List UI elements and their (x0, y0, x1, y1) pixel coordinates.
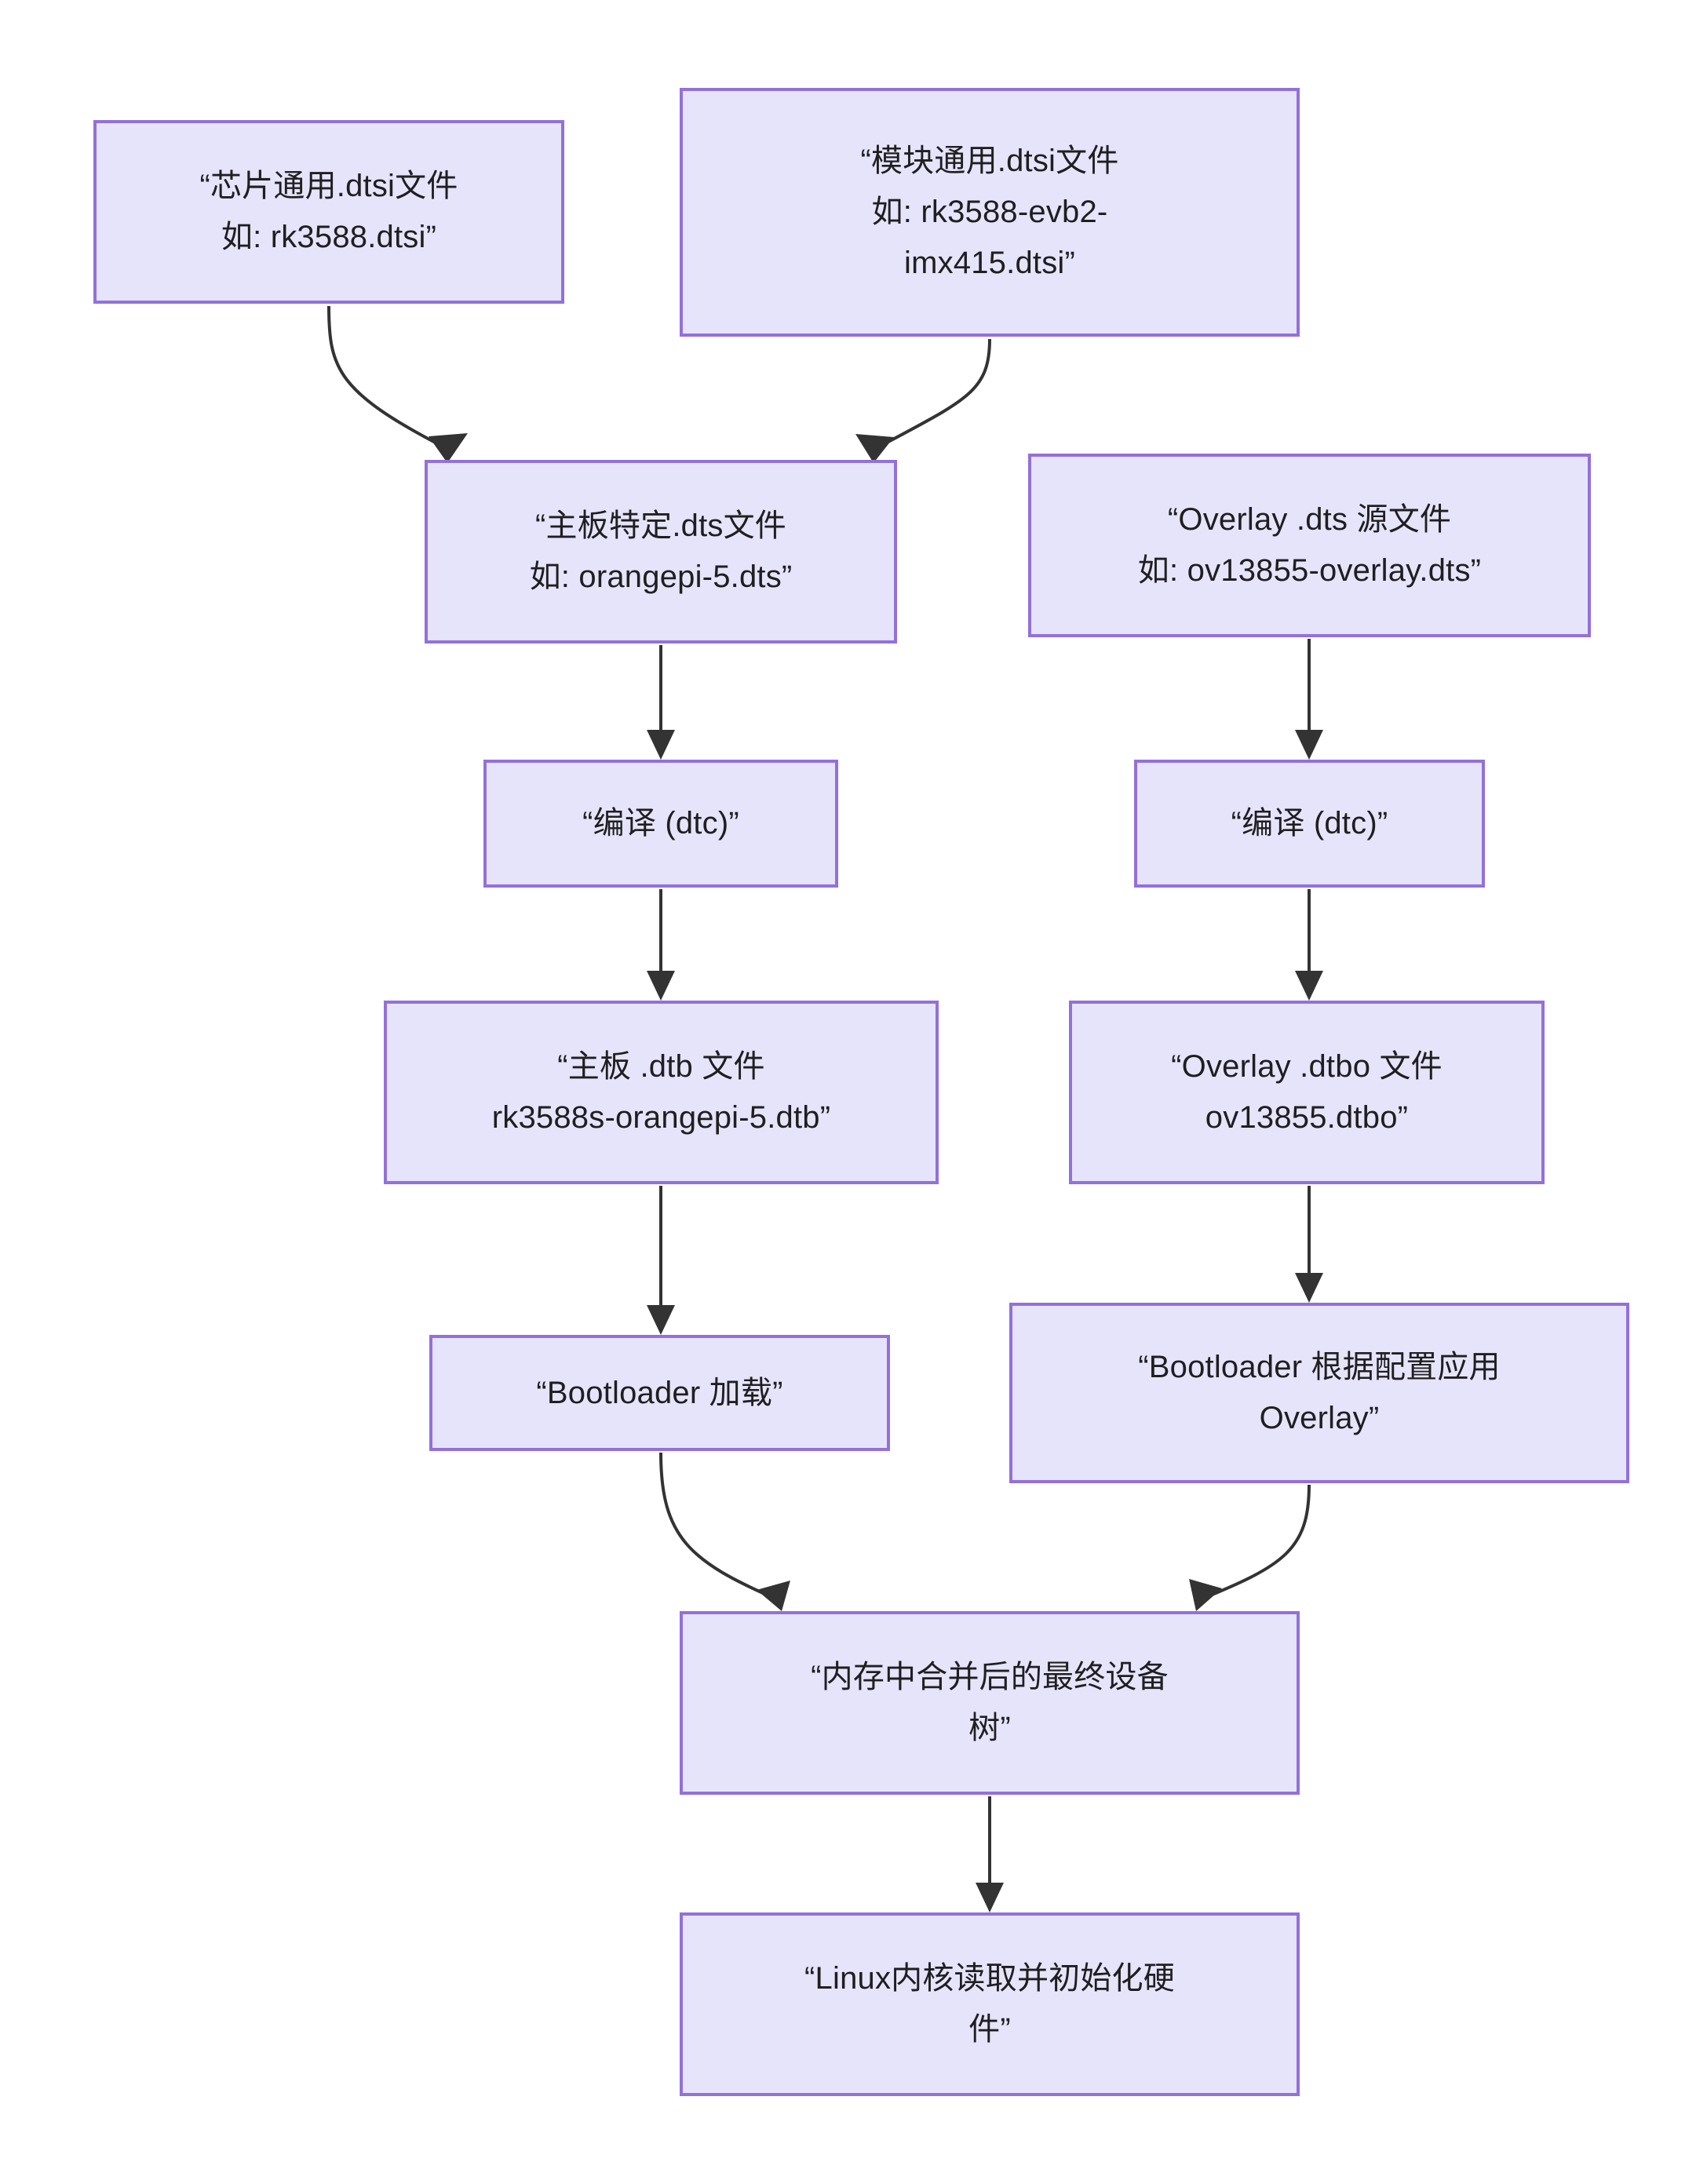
node-bootloader-overlay-label: “Bootloader 根据配置应用 Overlay” (1138, 1350, 1501, 1435)
node-soc-dtsi-label: “芯片通用.dtsi文件 如: rk3588.dtsi” (199, 169, 458, 254)
node-module-dtsi[interactable]: “模块通用.dtsi文件 如: rk3588-evb2- imx415.dtsi… (680, 88, 1300, 337)
node-kernel-init[interactable]: “Linux内核读取并初始化硬 件” (680, 1912, 1300, 2096)
edge-compile-left-to-board-dtb (647, 889, 675, 1001)
edge-board-dtb-to-bootloader-load (647, 1186, 675, 1335)
node-final-device-tree-label: “内存中合并后的最终设备 树” (811, 1660, 1169, 1745)
node-overlay-dts[interactable]: “Overlay .dts 源文件 如: ov13855-overlay.dts… (1028, 454, 1591, 637)
edge-bootloader-load-to-final-dt (659, 1452, 790, 1611)
node-compile-right-label: “编译 (dtc)” (1231, 806, 1388, 841)
node-compile-right[interactable]: “编译 (dtc)” (1134, 760, 1485, 888)
node-compile-left[interactable]: “编译 (dtc)” (483, 760, 838, 888)
node-overlay-dts-label: “Overlay .dts 源文件 如: ov13855-overlay.dts… (1137, 502, 1482, 588)
node-board-dts-label: “主板特定.dts文件 如: orangepi-5.dts” (529, 509, 793, 594)
edge-board-dts-to-compile-left (647, 645, 675, 760)
edge-bootloader-overlay-to-final-dt (1189, 1484, 1311, 1611)
node-board-dts[interactable]: “主板特定.dts文件 如: orangepi-5.dts” (425, 460, 897, 644)
node-overlay-dtbo[interactable]: “Overlay .dtbo 文件 ov13855.dtbo” (1069, 1001, 1545, 1184)
edge-compile-right-to-overlay-dtbo (1295, 889, 1323, 1001)
node-compile-left-label: “编译 (dtc)” (582, 806, 739, 841)
node-bootloader-load[interactable]: “Bootloader 加载” (429, 1335, 890, 1451)
node-board-dtb-label: “主板 .dtb 文件 rk3588s-orangepi-5.dtb” (491, 1049, 831, 1135)
node-bootloader-overlay[interactable]: “Bootloader 根据配置应用 Overlay” (1009, 1303, 1629, 1483)
node-final-device-tree[interactable]: “内存中合并后的最终设备 树” (680, 1611, 1300, 1795)
node-module-dtsi-label: “模块通用.dtsi文件 如: rk3588-evb2- imx415.dtsi… (860, 144, 1119, 280)
node-bootloader-load-label: “Bootloader 加载” (536, 1375, 783, 1410)
node-soc-dtsi[interactable]: “芯片通用.dtsi文件 如: rk3588.dtsi” (93, 120, 564, 304)
node-board-dtb[interactable]: “主板 .dtb 文件 rk3588s-orangepi-5.dtb” (384, 1001, 939, 1184)
edge-overlay-dts-to-compile-right (1295, 639, 1323, 760)
node-kernel-init-label: “Linux内核读取并初始化硬 件” (804, 1961, 1175, 2047)
edge-final-dt-to-kernel-init (976, 1796, 1004, 1912)
edge-soc-dtsi-to-board-dts (327, 305, 468, 463)
edge-module-dtsi-to-board-dts (855, 338, 991, 463)
node-overlay-dtbo-label: “Overlay .dtbo 文件 ov13855.dtbo” (1171, 1049, 1443, 1135)
edge-overlay-dtbo-to-bootloader-overlay (1295, 1186, 1323, 1303)
